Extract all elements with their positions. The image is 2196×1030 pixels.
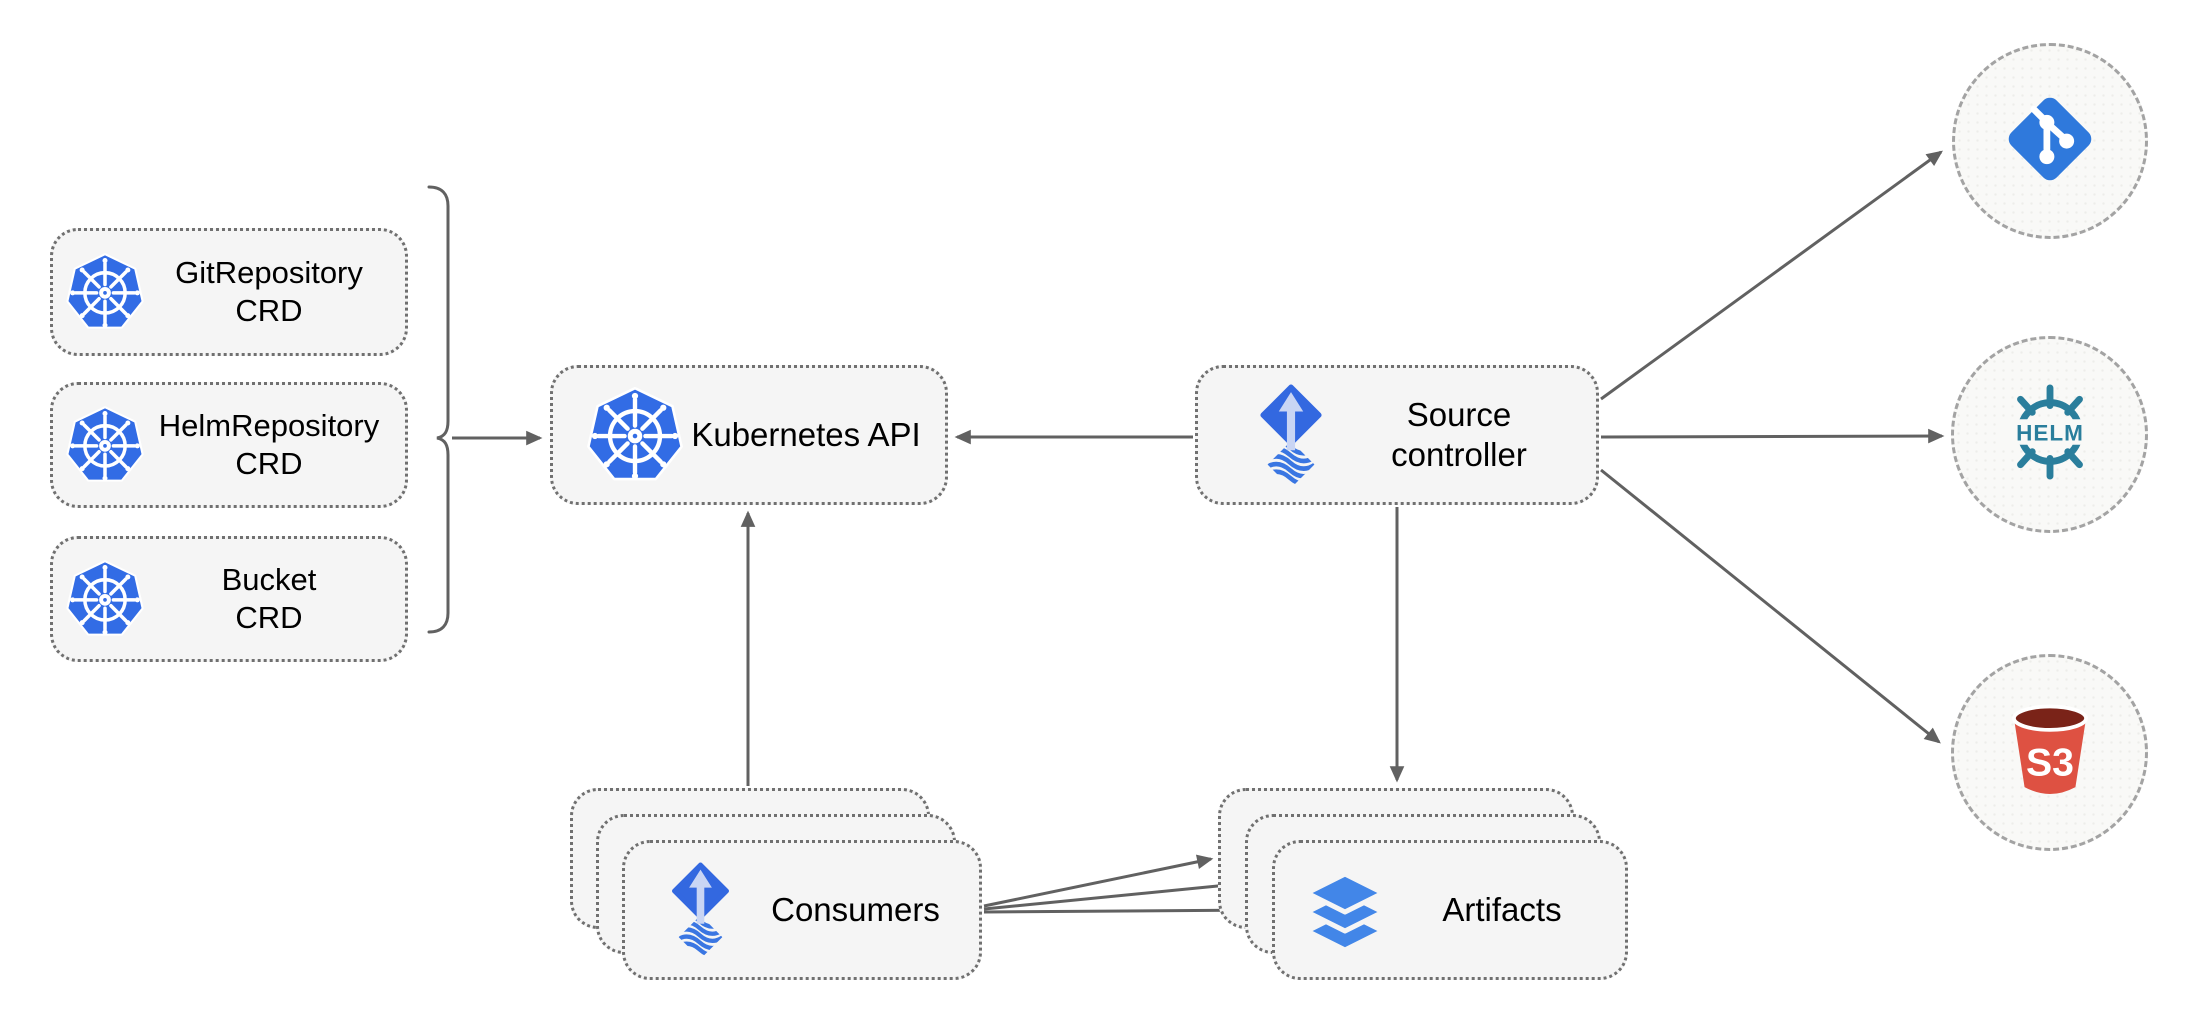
edge-source-to-git	[1600, 150, 1943, 401]
node-git-repository	[1952, 43, 2148, 239]
node-label: Artifacts	[1442, 890, 1562, 928]
node-source-controller: Source controller	[1195, 365, 1599, 505]
edge-consumers-to-artifacts-3	[983, 902, 1267, 918]
node-label: Bucket CRD	[221, 562, 317, 635]
node-gitrepository-crd: GitRepository CRD	[50, 228, 408, 356]
node-label: GitRepository CRD	[175, 255, 363, 328]
node-bucket-crd: Bucket CRD	[50, 536, 408, 662]
helm-icon-label: HELM	[2016, 420, 2084, 445]
edge-source-to-helm	[1600, 428, 1945, 444]
node-label: Consumers	[771, 890, 940, 928]
s3-bucket-icon: S3	[1997, 697, 2103, 808]
edge-consumers-to-artifacts-2	[983, 878, 1241, 911]
node-consumers: Consumers	[622, 840, 982, 980]
node-label: Kubernetes API	[691, 415, 921, 453]
node-s3-bucket: S3	[1951, 654, 2148, 851]
kubernetes-icon	[63, 250, 147, 334]
node-helmrepository-crd: HelmRepository CRD	[50, 382, 408, 508]
edge-source-to-s3	[1600, 468, 1941, 744]
crd-group-bracket	[427, 185, 450, 634]
flux-icon	[1240, 383, 1342, 488]
node-label: HelmRepository CRD	[158, 408, 380, 481]
kubernetes-icon	[583, 383, 687, 487]
layers-icon	[1295, 860, 1395, 960]
kubernetes-icon	[63, 403, 147, 487]
node-artifacts: Artifacts	[1272, 840, 1628, 980]
helm-icon: HELM	[2001, 383, 2099, 486]
flux-icon	[653, 861, 748, 959]
s3-icon-label: S3	[2026, 741, 2074, 784]
edge-consumers-to-artifacts-1	[983, 854, 1214, 908]
kubernetes-icon	[63, 557, 147, 641]
node-helm-registry: HELM	[1951, 336, 2148, 533]
node-label: Source controller	[1391, 395, 1527, 473]
git-icon	[1998, 87, 2102, 196]
node-kubernetes-api: Kubernetes API	[550, 365, 948, 505]
